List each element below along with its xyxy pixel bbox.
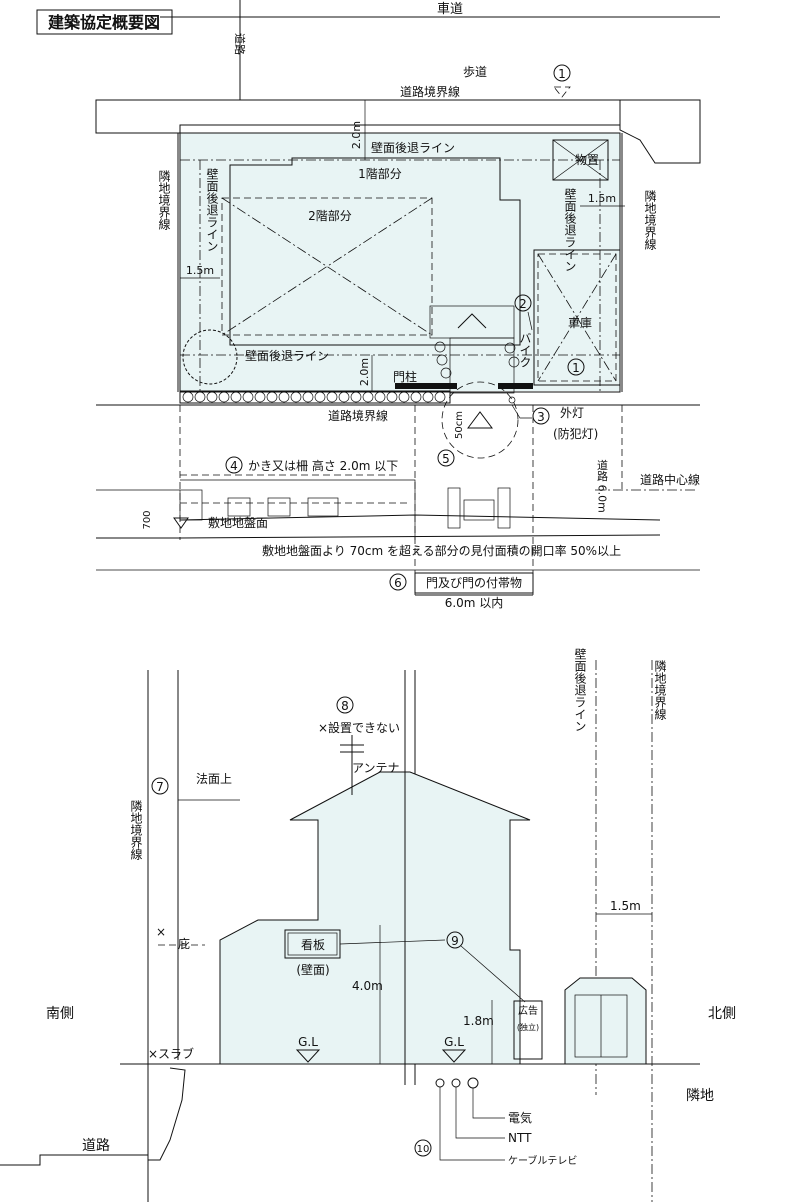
svg-text:8: 8: [341, 699, 349, 713]
first-floor-label: 1階部分: [358, 166, 402, 181]
outdoor-light-label: 外灯: [560, 406, 584, 420]
crime-light-label: (防犯灯): [553, 426, 598, 441]
gl-left: G.L: [298, 1035, 318, 1049]
svg-text:1: 1: [572, 361, 580, 375]
house-elevation: [219, 771, 531, 1065]
electric-label: 電気: [508, 1110, 532, 1125]
within-6m-label: 6.0m 以内: [445, 596, 504, 610]
sidewalk-label: 歩道: [463, 64, 487, 79]
gate-post-right: [498, 383, 533, 389]
road-label-elev: 道路: [82, 1138, 110, 1154]
hedge-row: [179, 390, 451, 404]
plan-view: 車道 道路 歩道 1 道路境界線 壁面後退ライン 2.0m 隣地境界線 壁面後退…: [95, 0, 720, 467]
dim-2m-top: 2.0m: [350, 121, 363, 149]
gl-right: G.L: [444, 1035, 464, 1049]
neighbor-land-label: 隣地: [686, 1088, 714, 1104]
road-width-label: 道路 6.0m: [596, 458, 609, 513]
north-label: 北側: [708, 1006, 736, 1022]
lot-area: [180, 133, 620, 391]
gate-accessory-label: 門及び門の付帯物: [426, 576, 522, 590]
second-floor-label: 2階部分: [308, 208, 352, 223]
ad-label: 広告: [518, 1004, 538, 1017]
south-label: 南側: [46, 1006, 74, 1022]
gate-swing: [441, 381, 519, 459]
ground-level-label: 敷地地盤面: [208, 515, 268, 530]
dim-2m-bottom: 2.0m: [358, 358, 371, 386]
setback-line-label: 壁面後退ライン: [573, 647, 587, 732]
neighbor-right-label: 隣地境界線: [643, 189, 657, 250]
dim-50cm: 50cm: [454, 411, 465, 439]
svg-text:7: 7: [156, 780, 164, 794]
slab-label: ×スラブ: [148, 1046, 194, 1061]
road-center-label: 道路中心線: [640, 472, 700, 487]
dim-15-left: 1.5m: [186, 264, 214, 277]
garage-box: [537, 253, 617, 382]
height-4-label: 4.0m: [352, 979, 383, 993]
setback-bottom-label: 壁面後退ライン: [245, 348, 329, 363]
cable-tv-label: ケーブルテレビ: [508, 1154, 577, 1167]
first-floor-outline: [229, 157, 521, 346]
setback-left-label: 壁面後退ライン: [205, 167, 219, 252]
road-boundary-bottom: 道路境界線: [328, 408, 388, 423]
road-side-label: 道路: [233, 33, 247, 55]
diagram-title: 建築協定概要図: [48, 13, 160, 32]
ntt-label: NTT: [508, 1131, 532, 1145]
cannot-install-label: ×設置できない: [318, 720, 400, 735]
neighbor-left-label: 隣地境界線: [157, 169, 171, 230]
fence-section: 4 かき又は柵 高さ 2.0m 以下 道路 6.0m 道路中心線 700 敷地地…: [96, 405, 700, 610]
road-boundary-top: 道路境界線: [400, 84, 460, 99]
storage-elevation: [564, 977, 647, 1064]
slope-top-label: 法面上: [196, 772, 232, 786]
wall-surface-label: (壁面): [296, 962, 329, 977]
storage-box: [552, 139, 609, 181]
elevation-view: 7 法面上 隣地境界線 壁面後退ライン 隣地境界線 8 ×設置できない アンテナ…: [0, 647, 736, 1202]
svg-text:2: 2: [519, 297, 527, 311]
height-18-label: 1.8m: [463, 1014, 494, 1028]
marker-1-top: [553, 64, 571, 82]
antenna-label: アンテナ: [352, 761, 400, 775]
fence-text: かき又は柵 高さ 2.0m 以下: [248, 458, 398, 473]
dim-15-elev: 1.5m: [610, 899, 641, 913]
second-floor-outline: [221, 197, 433, 336]
svg-text:6: 6: [394, 576, 402, 590]
eave-x: ×: [156, 925, 166, 939]
svg-text:1: 1: [558, 67, 566, 81]
setback-top-label: 壁面後退ライン: [371, 140, 455, 155]
independent-label: (独立): [517, 1022, 539, 1032]
storage-label: 物置: [575, 153, 599, 167]
setback-right-label: 壁面後退ライン: [563, 187, 577, 272]
garage-label: 車庫: [568, 316, 592, 330]
svg-text:3: 3: [537, 410, 545, 424]
svg-text:9: 9: [451, 934, 459, 948]
gate-post-left: [395, 383, 457, 389]
opening-text: 敷地地盤面より 70cm を超える部分の見付面積の開口率 50%以上: [262, 543, 621, 558]
svg-text:10: 10: [417, 1144, 430, 1155]
eave-label: 庇: [178, 936, 190, 951]
title-box: 建築協定概要図: [36, 9, 173, 35]
road-label: 車道: [437, 2, 463, 17]
signboard-label: 看板: [301, 938, 325, 952]
svg-text:5: 5: [442, 452, 450, 466]
dim-15-right: 1.5m: [588, 192, 616, 205]
tree: [182, 329, 238, 385]
bike-label: バイク: [518, 332, 532, 368]
neighbor-boundary-right: 隣地境界線: [653, 659, 667, 720]
gate-post-label: 門柱: [393, 369, 417, 384]
neighbor-boundary-left: 隣地境界線: [129, 799, 143, 860]
svg-text:4: 4: [230, 459, 238, 473]
dim-700: 700: [142, 510, 153, 529]
